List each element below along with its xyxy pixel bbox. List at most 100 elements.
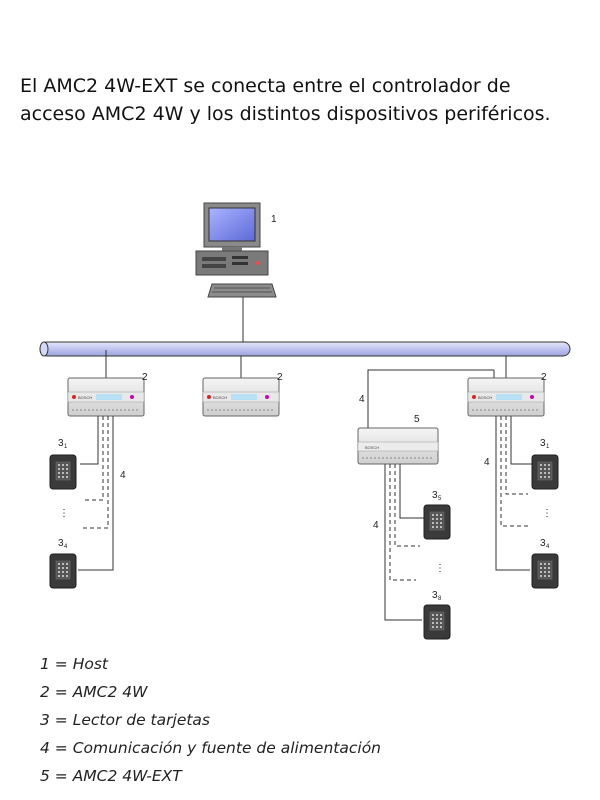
reader-label-ext-5: 3 5 — [432, 490, 442, 502]
svg-text:3: 3 — [58, 538, 64, 549]
keypad-key — [548, 567, 550, 569]
keypad-key — [440, 614, 442, 616]
keypad-key — [432, 514, 434, 516]
keypad-key — [548, 468, 550, 470]
keypad-key — [62, 571, 64, 573]
heading-text: El AMC2 4W-EXT se conecta entre el contr… — [20, 72, 590, 128]
keypad-key — [436, 526, 438, 528]
keypad-key — [66, 472, 68, 474]
label-host: 1 — [271, 214, 277, 225]
legend-item-card-reader: 3 = Lector de tarjetas — [40, 711, 211, 729]
svg-text:5: 5 — [438, 496, 442, 502]
legend-item-host: 1 = Host — [40, 655, 108, 673]
keypad-key — [540, 575, 542, 577]
legend: 1 = Host 2 = AMC2 4W 3 = Lector de tarje… — [40, 650, 381, 790]
keypad-key — [62, 567, 64, 569]
keypad-key — [440, 518, 442, 520]
legend-item-amc2-4w: 2 = AMC2 4W — [40, 683, 148, 701]
keypad-key — [436, 514, 438, 516]
keypad-key — [66, 476, 68, 478]
amc2-controller-2: BOSCH — [202, 377, 280, 417]
keypad-key — [436, 518, 438, 520]
keypad-key — [440, 514, 442, 516]
reader-label-ext-8: 3 8 — [432, 590, 442, 602]
keypad-key — [432, 626, 434, 628]
keypad-key — [62, 476, 64, 478]
svg-text:4: 4 — [64, 544, 68, 550]
label-ext: 5 — [414, 414, 420, 425]
amc2-controller-3: BOSCH — [467, 377, 545, 417]
keypad-key — [440, 622, 442, 624]
keypad-dots — [58, 464, 550, 628]
keypad-key — [436, 614, 438, 616]
keypad-key — [540, 464, 542, 466]
keypad-key — [436, 622, 438, 624]
keypad-key — [544, 575, 546, 577]
reader-label-right-4: 3 4 — [540, 538, 550, 550]
reader-label-left-4: 3 4 — [58, 538, 68, 550]
keypad-key — [66, 464, 68, 466]
keypad-key — [540, 468, 542, 470]
keypad-key — [540, 567, 542, 569]
heading-line-1: El AMC2 4W-EXT se conecta entre el contr… — [20, 75, 511, 97]
brand-logo-1: BOSCH — [78, 395, 92, 400]
keypad-key — [62, 472, 64, 474]
reader-label-right-1: 3 1 — [540, 438, 550, 450]
keypad-key — [58, 464, 60, 466]
network-diagram: 1 BOSCH 2 BOSCH 2 BOSCH 2 — [39, 202, 571, 640]
keypad-key — [62, 575, 64, 577]
keypad-key — [436, 618, 438, 620]
keypad-key — [548, 472, 550, 474]
label-comm-ext-group: 4 — [373, 520, 379, 531]
keypad-key — [432, 522, 434, 524]
label-amc-1: 2 — [142, 372, 148, 383]
keypad-key — [540, 472, 542, 474]
legend-item-comm-power: 4 = Comunicación y fuente de alimentació… — [40, 739, 382, 757]
keypad-key — [58, 476, 60, 478]
keypad-key — [432, 526, 434, 528]
keypad-key — [432, 622, 434, 624]
keypad-key — [544, 563, 546, 565]
keypad-key — [544, 472, 546, 474]
ellipsis-left: ⋮ — [59, 508, 69, 519]
brand-logo-ext: BOSCH — [365, 445, 379, 450]
keypad-key — [66, 567, 68, 569]
label-comm-ext: 4 — [359, 394, 365, 405]
keypad-key — [440, 522, 442, 524]
keypad-key — [58, 571, 60, 573]
keypad-key — [540, 563, 542, 565]
amc2-controller-1: BOSCH — [67, 377, 145, 417]
keypad-key — [66, 571, 68, 573]
keypad-key — [66, 575, 68, 577]
keypad-key — [436, 522, 438, 524]
keypad-key — [548, 575, 550, 577]
right-reader-cables — [495, 416, 532, 571]
left-reader-cables — [78, 416, 114, 571]
keypad-key — [548, 476, 550, 478]
label-comm-right: 4 — [484, 457, 490, 468]
keypad-key — [440, 618, 442, 620]
label-amc-2: 2 — [277, 372, 283, 383]
legend-item-amc2-4w-ext: 5 = AMC2 4W-EXT — [40, 767, 182, 785]
heading-line-2: acceso AMC2 4W y los distintos dispositi… — [20, 103, 551, 125]
brand-logo-3: BOSCH — [478, 395, 492, 400]
keypad-key — [58, 472, 60, 474]
host-computer — [195, 202, 277, 342]
ext-reader-cables — [384, 464, 424, 621]
svg-text:3: 3 — [58, 438, 64, 449]
keypad-key — [540, 571, 542, 573]
keypad-key — [540, 476, 542, 478]
keypad-key — [432, 618, 434, 620]
keypad-key — [58, 468, 60, 470]
keypad-key — [440, 526, 442, 528]
label-amc-3: 2 — [541, 372, 547, 383]
keypad-key — [62, 468, 64, 470]
reader-label-left-1: 3 1 — [58, 438, 68, 450]
svg-text:4: 4 — [546, 544, 550, 550]
svg-text:1: 1 — [64, 444, 68, 450]
keypad-key — [58, 575, 60, 577]
keypad-key — [544, 571, 546, 573]
svg-text:3: 3 — [432, 590, 438, 601]
label-comm-left: 4 — [120, 470, 126, 481]
ellipsis-right: ⋮ — [542, 508, 552, 519]
